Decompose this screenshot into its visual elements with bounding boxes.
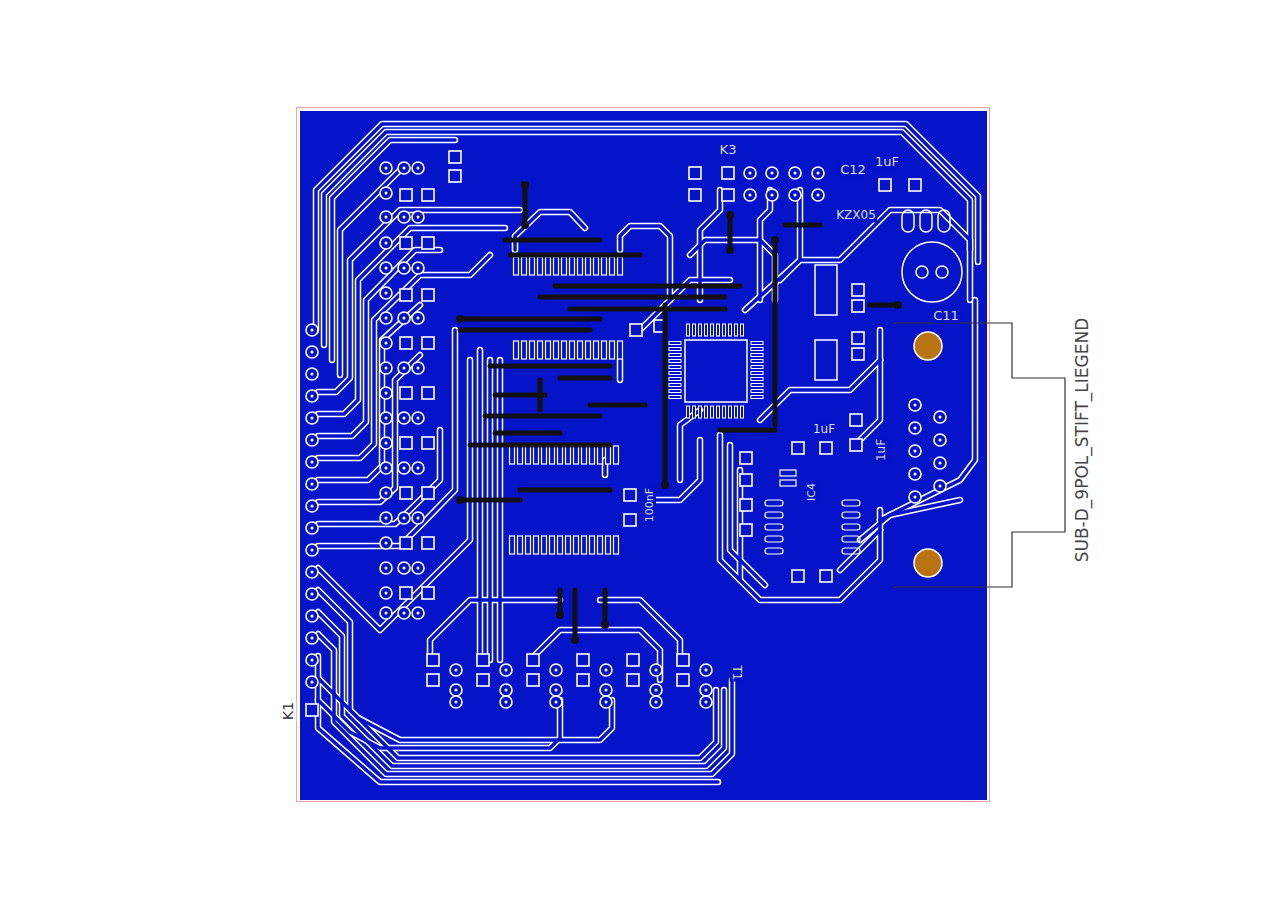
silkscreen-label: K1 [281,701,296,721]
k3-header [689,167,962,302]
jumper-ends [456,181,902,644]
silkscreen-label: 100nF [644,487,656,523]
component-pads [380,151,461,619]
board-outline [297,108,990,802]
silkscreen-label: KZX05 [835,209,877,222]
subd-connector [893,323,1065,587]
silkscreen-label: 1uF [874,155,900,169]
silkscreen-label: 1uF [875,438,888,462]
wire-jumpers [460,185,898,640]
trace [316,124,978,782]
trace-clearance [316,124,978,782]
copper-pour [300,111,987,800]
silkscreen-label: 1uF [812,423,836,436]
transistor-row [427,654,712,708]
silkscreen-label: T1 [729,665,742,682]
silkscreen-label: IC4 [806,482,818,502]
ic-footprints [510,257,865,582]
silkscreen-label: K3 [719,143,738,157]
silkscreen-label: C12 [839,163,867,177]
silkscreen-label: C11 [932,309,960,323]
k1-connector [306,324,318,716]
connector-name: SUB-D_9POL_STIFT_LIEGEND [1073,317,1092,564]
